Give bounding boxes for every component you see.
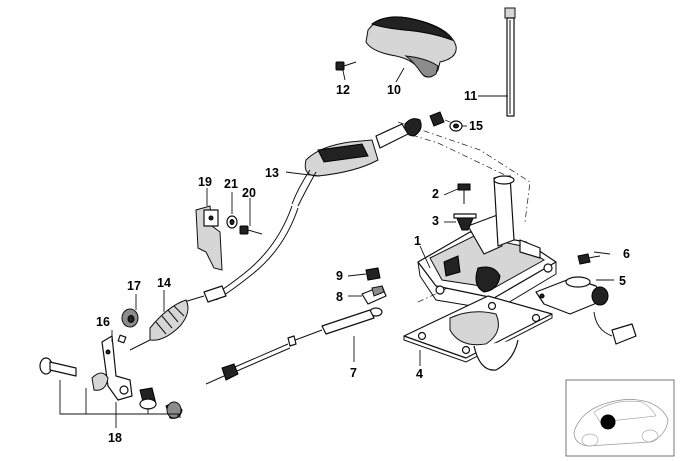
screw-part[interactable] (335, 61, 357, 81)
callout-21: 21 (224, 177, 238, 191)
callout-20: 20 (242, 186, 256, 200)
screw-2-part[interactable] (457, 183, 471, 204)
callout-2: 2 (432, 187, 439, 201)
bushing-part[interactable] (121, 308, 139, 328)
bolt-20-part[interactable] (239, 225, 263, 235)
gear-knob-part[interactable] (365, 16, 457, 78)
callout-10: 10 (387, 83, 401, 97)
callout-6: 6 (623, 247, 630, 261)
callout-4: 4 (416, 367, 423, 381)
callout-18: 18 (108, 431, 122, 445)
vehicle-locator-thumbnail (565, 379, 675, 457)
shift-housing-part[interactable] (417, 175, 557, 311)
callout-13: 13 (265, 166, 279, 180)
component-location-marker (600, 414, 616, 430)
selector-rod-part[interactable] (504, 7, 516, 117)
clip-8-part[interactable] (361, 285, 387, 305)
callout-17: 17 (127, 279, 141, 293)
callout-11: 11 (464, 89, 477, 103)
callout-9: 9 (336, 269, 343, 283)
screw-6-part[interactable] (577, 253, 601, 265)
clip-washer-part[interactable] (429, 111, 463, 132)
callout-7: 7 (350, 366, 357, 380)
base-plate-part[interactable] (403, 295, 553, 371)
callout-3: 3 (432, 214, 439, 228)
hardware-set-part[interactable] (39, 357, 183, 419)
upper-shift-cable-part[interactable] (291, 118, 422, 207)
leader-lines (59, 67, 614, 428)
callout-16: 16 (96, 315, 110, 329)
clip-3-part[interactable] (453, 213, 477, 231)
callout-12: 12 (336, 83, 350, 97)
callout-15: 15 (469, 119, 483, 133)
selector-lever-part[interactable] (101, 334, 133, 401)
callout-5: 5 (619, 274, 626, 288)
washer-21-part[interactable] (226, 215, 238, 229)
lower-shift-cable-part[interactable] (129, 205, 299, 351)
callout-1: 1 (414, 234, 421, 248)
selector-cable-part[interactable] (205, 307, 383, 385)
callout-labels: 1 2 3 4 5 6 7 8 9 10 11 12 13 14 15 16 1… (96, 83, 630, 445)
position-switch-part[interactable] (535, 276, 637, 345)
nut-9-part[interactable] (365, 267, 381, 281)
callout-8: 8 (336, 290, 343, 304)
cable-bracket-part[interactable] (195, 205, 223, 271)
callout-19: 19 (198, 175, 212, 189)
callout-14: 14 (157, 276, 171, 290)
